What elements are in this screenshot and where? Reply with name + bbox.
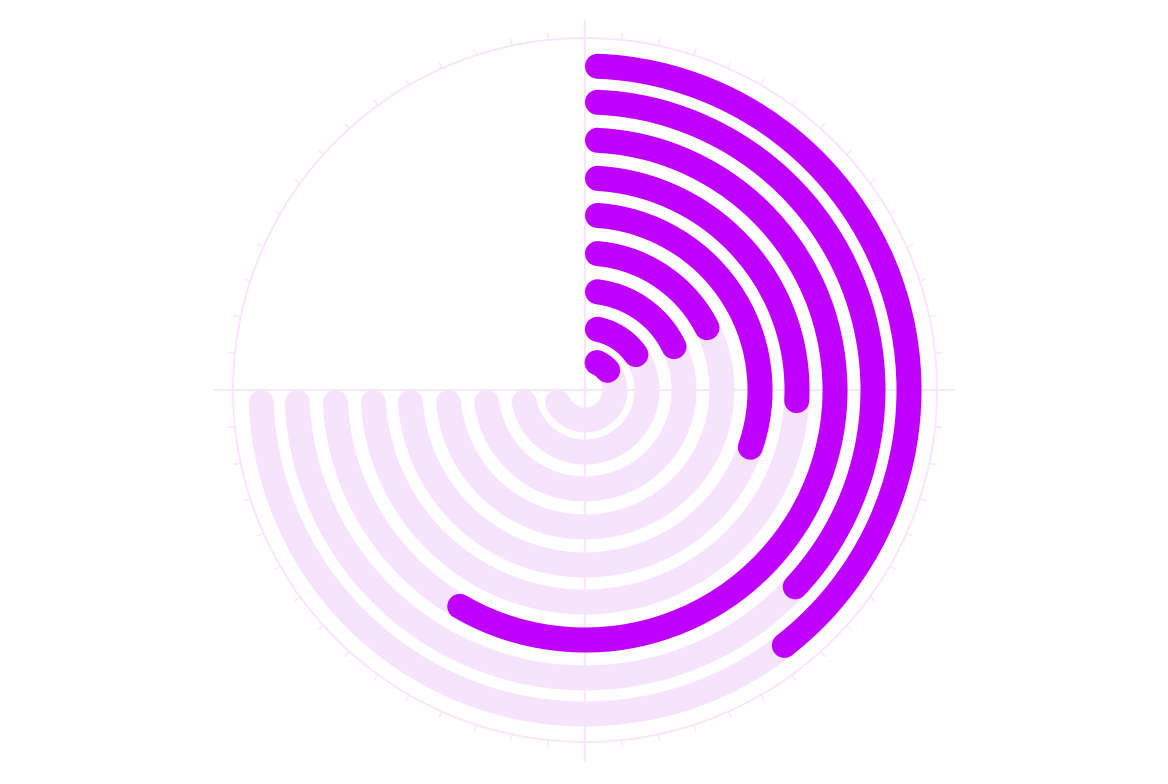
grid-tick bbox=[846, 624, 853, 631]
grid-tick bbox=[760, 694, 766, 702]
grid-tick bbox=[791, 674, 797, 681]
grid-tick bbox=[404, 78, 410, 86]
grid-tick bbox=[934, 426, 943, 429]
grid-tick bbox=[438, 61, 443, 69]
grid-tick bbox=[227, 351, 236, 354]
grid-tick bbox=[273, 565, 281, 571]
grid-tick bbox=[760, 78, 766, 86]
bar-ring-5 bbox=[584, 202, 773, 460]
grid-tick bbox=[344, 651, 351, 658]
grid-tick bbox=[919, 498, 927, 502]
grid-tick bbox=[273, 209, 281, 215]
bar-ring-3 bbox=[447, 127, 848, 653]
grid-tick bbox=[693, 724, 697, 732]
grid-tick bbox=[657, 734, 661, 742]
bar-ring-4 bbox=[584, 165, 810, 414]
grid-tick bbox=[819, 651, 826, 658]
grid-tick bbox=[256, 243, 264, 248]
grid-tick bbox=[373, 674, 379, 681]
grid-tick bbox=[929, 462, 937, 466]
grid-tick bbox=[317, 624, 324, 631]
grid-tick bbox=[906, 243, 914, 248]
bar-ring-9 bbox=[584, 350, 621, 383]
grid-tick bbox=[509, 734, 513, 742]
bar-ring-7 bbox=[584, 279, 687, 360]
bar-ring-1 bbox=[585, 53, 922, 658]
grid-tick bbox=[906, 532, 914, 537]
grid-tick bbox=[929, 314, 937, 318]
bar-ring-2 bbox=[585, 89, 886, 600]
grid-tick bbox=[438, 711, 443, 719]
grid-tick bbox=[256, 532, 264, 537]
grid-tick bbox=[621, 32, 624, 41]
grid-tick bbox=[344, 122, 351, 129]
diagonal-grid-line bbox=[335, 140, 835, 640]
grid-tick bbox=[233, 462, 241, 466]
grid-tick bbox=[294, 596, 301, 602]
grid-tick bbox=[621, 739, 624, 748]
grid-tick bbox=[404, 694, 410, 702]
grid-tick bbox=[294, 178, 301, 184]
grid-tick bbox=[317, 149, 324, 156]
grid-tick bbox=[473, 724, 477, 732]
bar-group bbox=[447, 53, 922, 658]
grid-tick bbox=[693, 48, 697, 56]
grid-tick bbox=[819, 122, 826, 129]
grid-tick bbox=[889, 565, 897, 571]
grid-tick bbox=[227, 426, 236, 429]
grid-tick bbox=[934, 351, 943, 354]
grid-tick bbox=[657, 38, 661, 46]
grid-tick bbox=[373, 99, 379, 106]
grid-tick bbox=[546, 32, 549, 41]
grid-tick bbox=[509, 38, 513, 46]
grid-tick bbox=[919, 278, 927, 282]
bar-ring-6 bbox=[584, 241, 720, 341]
grid-tick bbox=[546, 739, 549, 748]
grid-tick bbox=[473, 48, 477, 56]
grid-tick bbox=[791, 99, 797, 106]
grid-tick bbox=[869, 596, 876, 602]
grid-tick bbox=[846, 149, 853, 156]
grid-tick bbox=[889, 209, 897, 215]
grid-tick bbox=[869, 178, 876, 184]
grid-tick bbox=[233, 314, 241, 318]
bar-ring-8 bbox=[584, 316, 649, 368]
grid-tick bbox=[243, 498, 251, 502]
grid-tick bbox=[243, 278, 251, 282]
grid-tick bbox=[727, 61, 732, 69]
grid-tick bbox=[727, 711, 732, 719]
